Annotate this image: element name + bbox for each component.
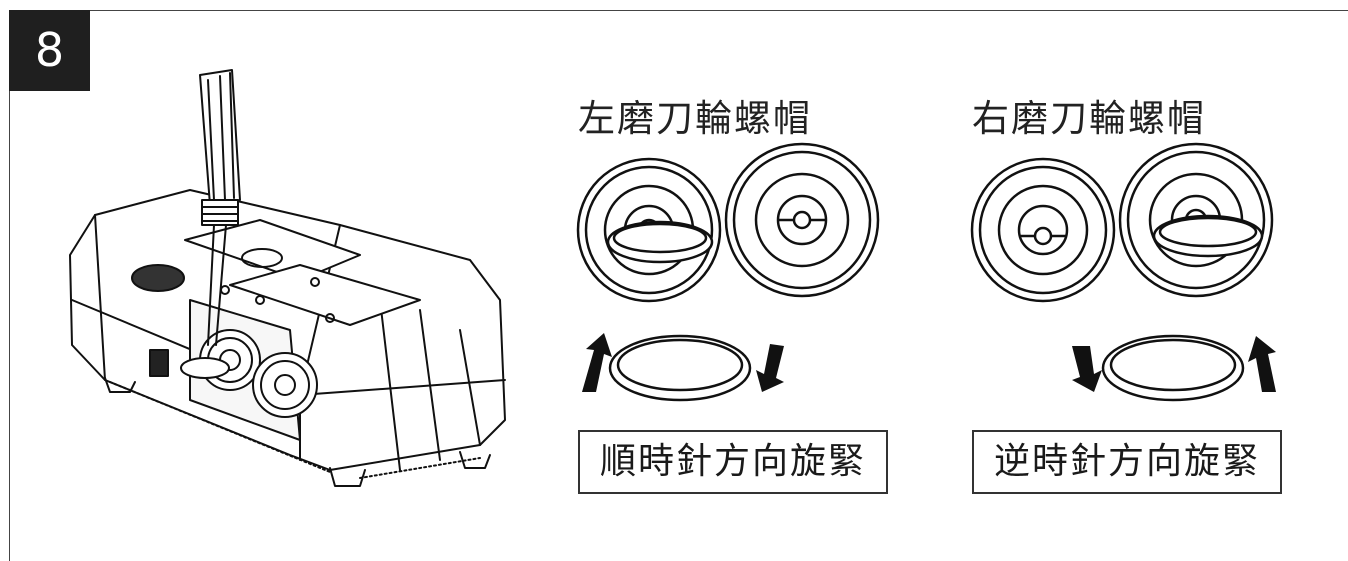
right-wheel-nut-title: 右磨刀輪螺帽	[972, 97, 1206, 140]
step-number-badge: 8	[9, 10, 90, 91]
rotate-arrow-icon	[1072, 336, 1276, 392]
step-frame	[9, 10, 1348, 561]
rotate-arrow-icon	[582, 333, 784, 392]
left-wheel-nut-title: 左磨刀輪螺帽	[578, 97, 812, 140]
left-direction-label: 順時針方向旋緊	[578, 430, 888, 494]
right-direction-label: 逆時針方向旋緊	[972, 430, 1282, 494]
